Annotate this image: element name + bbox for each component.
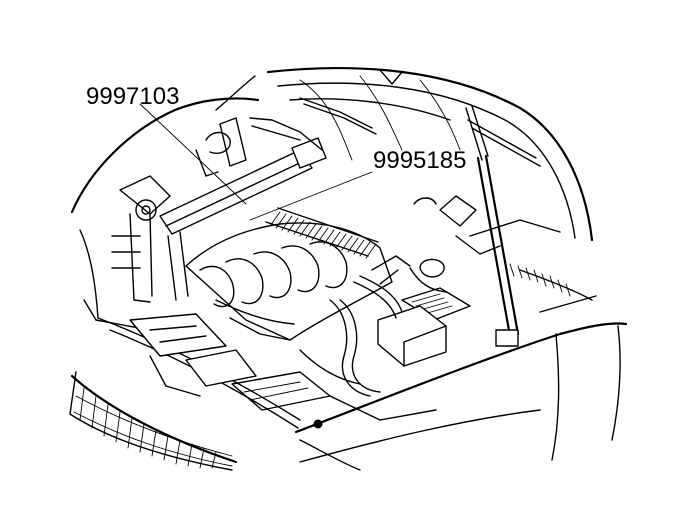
right-components	[377, 105, 597, 367]
hoses-and-wiring	[299, 255, 447, 397]
hood	[215, 66, 594, 242]
intake-manifold	[185, 207, 393, 341]
callout-leaders	[139, 103, 373, 221]
left-fender	[70, 97, 260, 331]
label-9997103: 9997103	[86, 83, 179, 110]
strut-bar-tool	[159, 117, 327, 301]
label-9995185: 9995185	[373, 147, 466, 174]
front-end	[69, 313, 628, 471]
leader-9997103	[139, 103, 247, 205]
leader-9995185	[249, 171, 373, 221]
